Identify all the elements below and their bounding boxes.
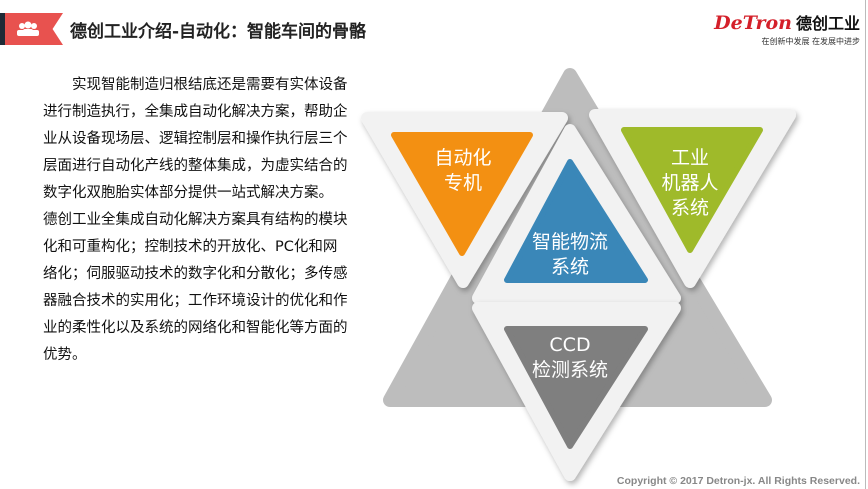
window-border [865,0,866,489]
orange-label: 自动化专机 [413,146,513,196]
green-triangle [621,127,763,253]
orange-triangle [391,132,533,256]
page-title: 德创工业介绍-自动化：智能车间的骨骼 [70,22,367,42]
copyright: Copyright © 2017 Detron-jx. All Rights R… [616,475,860,487]
paragraph-1: 实现智能制造归根结底还是需要有实体设备进行制造执行，全集成自动化解决方案，帮助企… [43,77,348,201]
blue-label: 智能物流系统 [515,230,625,280]
blue-label-2: 系统 [550,256,589,278]
green-label-2: 机器人 [661,172,719,194]
logo-en: DeTron [714,12,792,34]
intro-text: 实现智能制造归根结底还是需要有实体设备进行制造执行，全集成自动化解决方案，帮助企… [43,72,348,369]
header-accent-bar [0,13,5,45]
green-label: 工业机器人系统 [640,146,740,221]
logo-slogan: 在创新中发展 在发展中进步 [761,37,860,46]
orange-label-2: 专机 [443,172,482,194]
gray-label: CCD 检测系统 [515,333,625,383]
paragraph-2: 德创工业全集成自动化解决方案具有结构的模块化和可重构化；控制技术的开放化、PC化… [43,212,348,363]
orange-label-1: 自动化 [434,147,492,169]
people-group-icon [17,21,39,36]
gray-label-2: 检测系统 [531,359,608,381]
gray-triangle [504,326,648,449]
logo-cn: 德创工业 [795,14,860,33]
green-label-1: 工业 [670,147,709,169]
gray-label-1: CCD [549,334,591,356]
header-tag [5,13,63,45]
green-label-3: 系统 [670,197,709,219]
blue-triangle [504,159,648,283]
blue-label-1: 智能物流 [531,231,608,253]
